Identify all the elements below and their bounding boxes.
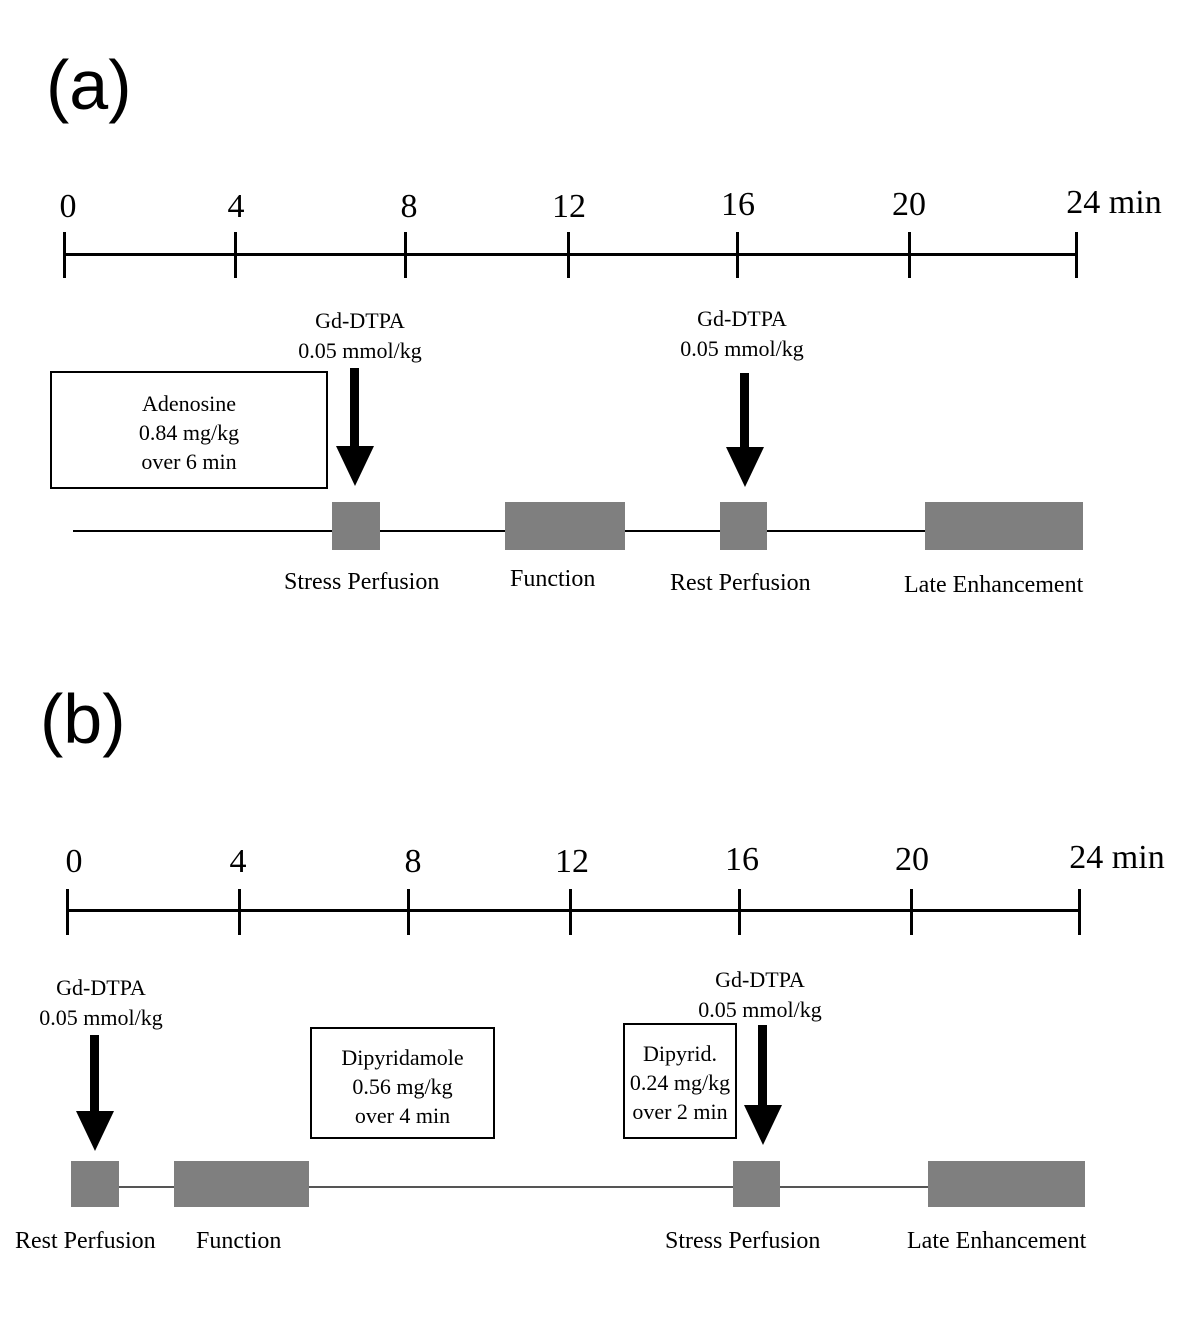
tick-label-20: 20: [895, 841, 929, 878]
tick-mark: [567, 232, 570, 278]
injection-arrow-shaft: [740, 373, 749, 449]
function-block: [505, 502, 625, 550]
down-arrow-icon: [726, 447, 764, 487]
tick-label-0: 0: [65, 843, 83, 880]
dose-amount: 0.05 mmol/kg: [39, 1005, 163, 1030]
tick-label-24: 24 min: [1069, 839, 1165, 876]
step-label-function: Function: [196, 1228, 282, 1254]
stress-perfusion-block: [733, 1161, 780, 1207]
tick-mark: [407, 889, 410, 935]
late-enhancement-block: [925, 502, 1083, 550]
tick-label-24: 24 min: [1066, 184, 1162, 221]
dose-name: Gd-DTPA: [697, 306, 787, 331]
tick-mark: [736, 232, 739, 278]
tick-mark: [404, 232, 407, 278]
late-enhancement-block: [928, 1161, 1085, 1207]
step-label-stress-perfusion: Stress Perfusion: [665, 1228, 821, 1254]
down-arrow-icon: [76, 1111, 114, 1151]
gd-dtpa-dose-2: Gd-DTPA 0.05 mmol/kg: [680, 304, 803, 364]
tick-mark: [63, 232, 66, 278]
step-label-rest-perfusion: Rest Perfusion: [670, 570, 811, 596]
dipyridamole-box: Dipyridamole 0.56 mg/kg over 4 min: [310, 1027, 495, 1139]
time-axis-b: [66, 909, 1081, 912]
panel-label-a: (a): [46, 46, 132, 124]
drug-dose: 0.56 mg/kg: [352, 1074, 453, 1099]
tick-label-8: 8: [400, 188, 418, 225]
tick-label-20: 20: [892, 186, 926, 223]
dose-amount: 0.05 mmol/kg: [680, 336, 804, 361]
gd-dtpa-dose-2: Gd-DTPA 0.05 mmol/kg: [698, 965, 821, 1025]
gd-dtpa-dose-1: Gd-DTPA 0.05 mmol/kg: [39, 973, 162, 1033]
tick-mark: [569, 889, 572, 935]
tick-mark: [910, 889, 913, 935]
step-label-late-enhancement: Late Enhancement: [907, 1228, 1087, 1254]
tick-mark: [1075, 232, 1078, 278]
tick-label-4: 4: [227, 188, 245, 225]
drug-name: Adenosine: [141, 391, 237, 416]
tick-label-8: 8: [404, 843, 422, 880]
drug-duration: over 2 min: [632, 1099, 728, 1124]
injection-arrow-shaft: [350, 368, 359, 448]
step-label-function: Function: [510, 566, 596, 592]
drug-duration: over 4 min: [354, 1103, 451, 1128]
tick-mark: [234, 232, 237, 278]
gd-dtpa-dose-1: Gd-DTPA 0.05 mmol/kg: [298, 306, 421, 366]
dose-name: Gd-DTPA: [715, 967, 805, 992]
drug-duration: over 6 min: [141, 449, 237, 474]
tick-mark: [238, 889, 241, 935]
tick-label-12: 12: [555, 843, 589, 880]
rest-perfusion-block: [71, 1161, 119, 1207]
dose-amount: 0.05 mmol/kg: [298, 338, 422, 363]
stress-perfusion-block: [332, 502, 380, 550]
adenosine-box: Adenosine 0.84 mg/kg over 6 min: [50, 371, 328, 489]
drug-dose: 0.24 mg/kg: [629, 1070, 731, 1095]
down-arrow-icon: [336, 446, 374, 486]
step-label-late-enhancement: Late Enhancement: [904, 572, 1084, 598]
injection-arrow-shaft: [758, 1025, 767, 1107]
tick-label-0: 0: [59, 188, 77, 225]
function-block: [174, 1161, 309, 1207]
tick-label-16: 16: [721, 186, 755, 223]
tick-mark: [1078, 889, 1081, 935]
down-arrow-icon: [744, 1105, 782, 1145]
protocol-line: [71, 1186, 1083, 1188]
tick-label-16: 16: [725, 841, 759, 878]
step-label-rest-perfusion: Rest Perfusion: [15, 1228, 156, 1254]
dose-amount: 0.05 mmol/kg: [698, 997, 822, 1022]
dose-name: Gd-DTPA: [315, 308, 405, 333]
drug-name: Dipyrid.: [643, 1041, 717, 1066]
tick-label-4: 4: [229, 843, 247, 880]
rest-perfusion-block: [720, 502, 767, 550]
tick-mark: [908, 232, 911, 278]
time-axis-a: [63, 253, 1078, 256]
tick-mark: [66, 889, 69, 935]
tick-label-12: 12: [552, 188, 586, 225]
drug-name: Dipyridamole: [341, 1045, 464, 1070]
dipyrid-box: Dipyrid. 0.24 mg/kg over 2 min: [623, 1023, 737, 1139]
tick-mark: [738, 889, 741, 935]
dose-name: Gd-DTPA: [56, 975, 146, 1000]
injection-arrow-shaft: [90, 1035, 99, 1113]
step-label-stress-perfusion: Stress Perfusion: [284, 569, 440, 595]
panel-label-b: (b): [40, 680, 126, 758]
drug-dose: 0.84 mg/kg: [138, 420, 240, 445]
